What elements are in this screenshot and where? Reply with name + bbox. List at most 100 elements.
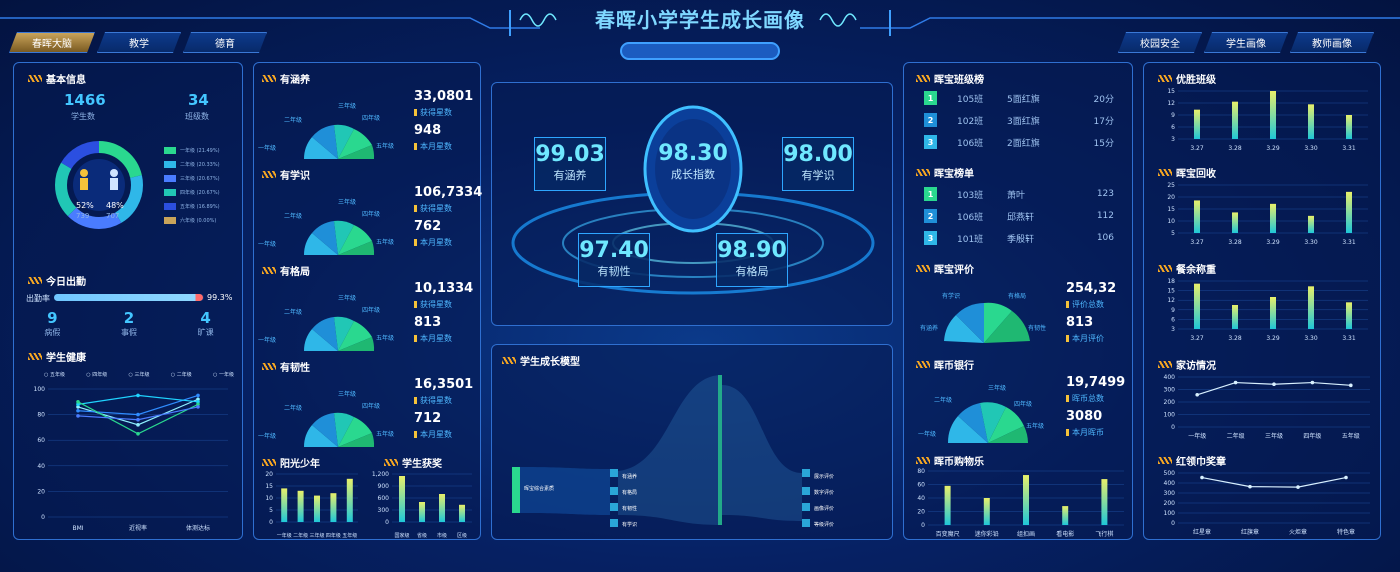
eval-month-label: 本月评价 bbox=[1066, 333, 1104, 344]
x-tick-label: 区级 bbox=[457, 532, 467, 539]
y-tick-label: 20 bbox=[917, 509, 925, 516]
bank-total: 19,7499 bbox=[1066, 375, 1126, 390]
y-tick-label: 0 bbox=[385, 519, 389, 526]
metric-grade-label: 二年级 bbox=[284, 309, 303, 316]
x-tick-label: 三年级 bbox=[309, 532, 324, 539]
legend-item: ○ 五年级 bbox=[44, 372, 65, 378]
metric-grade-label: 一年级 bbox=[258, 145, 277, 152]
metric-fan bbox=[303, 316, 375, 351]
x-tick-label: 红星章 bbox=[1193, 528, 1211, 536]
data-point bbox=[136, 432, 140, 436]
x-tick-label: 二年级 bbox=[1227, 432, 1245, 440]
model-mid: 有韧性 bbox=[622, 506, 638, 512]
y-tick-label: 9 bbox=[1171, 307, 1175, 314]
x-tick-label: 迷你彩铅 bbox=[975, 530, 999, 538]
bar bbox=[1270, 203, 1276, 233]
model-right: 等级评价 bbox=[814, 522, 835, 528]
data-point bbox=[1200, 475, 1204, 480]
top-bar: 春晖小学学生成长画像 春晖大脑 教学 德育 校园安全 学生画像 教师画像 bbox=[0, 0, 1400, 60]
data-point bbox=[1310, 380, 1315, 385]
metric-fan bbox=[303, 220, 375, 255]
y-tick-label: 10 bbox=[1167, 218, 1175, 225]
rank-score: 123 bbox=[1096, 189, 1114, 199]
growth-model-panel: 学生成长模型 晖宝综合素质 有涵养 有格局 有韧性 有学识 展示评价 数字评价 … bbox=[491, 344, 893, 540]
y-tick-label: 5 bbox=[269, 507, 273, 514]
x-tick-label: BMI bbox=[72, 525, 83, 532]
eval-label: 有学识 bbox=[942, 293, 961, 300]
legend-item: ○ 一年级 bbox=[213, 372, 234, 378]
metric-total-label: 获得星数 bbox=[414, 299, 452, 310]
tab-teacher-profile[interactable]: 教师画像 bbox=[1290, 32, 1374, 53]
bar bbox=[399, 476, 405, 522]
rank-score: 17分 bbox=[1093, 116, 1114, 127]
bank-month-label: 本月晖币 bbox=[1066, 427, 1104, 438]
bar bbox=[1346, 191, 1352, 233]
metric-title: 有学识 bbox=[262, 167, 310, 182]
rank-list-title: 晖宝榜单 bbox=[916, 165, 974, 180]
x-tick-label: 飞行棋 bbox=[1095, 530, 1113, 538]
bar bbox=[1270, 91, 1276, 139]
metric-fan bbox=[303, 124, 375, 159]
data-point bbox=[196, 393, 200, 398]
tab-brain[interactable]: 春晖大脑 bbox=[9, 32, 95, 53]
metric-total-label: 获得星数 bbox=[414, 203, 452, 214]
metric-total: 10,1334 bbox=[414, 281, 474, 296]
x-tick-label: 3.30 bbox=[1304, 239, 1318, 246]
bar bbox=[1194, 283, 1200, 329]
header-search-pill[interactable] bbox=[620, 42, 780, 60]
metric-grade-label: 三年级 bbox=[338, 391, 357, 398]
recycle-title: 晖宝回收 bbox=[1158, 165, 1216, 180]
y-tick-label: 20 bbox=[1167, 194, 1175, 201]
bar bbox=[1308, 286, 1314, 329]
tab-campus-safety[interactable]: 校园安全 bbox=[1118, 32, 1202, 53]
rank-class: 106班 bbox=[957, 212, 984, 223]
y-tick-label: 15 bbox=[1167, 206, 1175, 213]
evaluation-title: 晖宝评价 bbox=[916, 261, 974, 276]
rank-badge: 1 bbox=[924, 91, 937, 105]
visit-title: 家访情况 bbox=[1158, 357, 1216, 372]
x-tick-label: 3.28 bbox=[1228, 145, 1242, 152]
rank-badge: 2 bbox=[924, 113, 937, 127]
x-tick-label: 一年级 bbox=[277, 532, 292, 539]
y-tick-label: 3 bbox=[1171, 326, 1175, 333]
tab-teaching[interactable]: 教学 bbox=[97, 32, 181, 53]
y-tick-label: 80 bbox=[37, 412, 45, 419]
rank-badge: 1 bbox=[924, 187, 937, 201]
legend-item: ○ 二年级 bbox=[170, 372, 192, 378]
y-tick-label: 0 bbox=[269, 519, 273, 526]
metric-grade-label: 五年级 bbox=[376, 431, 395, 438]
bar bbox=[1101, 479, 1108, 525]
data-point bbox=[1233, 380, 1238, 385]
y-tick-label: 0 bbox=[1171, 424, 1175, 431]
bar bbox=[1232, 101, 1238, 139]
x-tick-label: 3.27 bbox=[1190, 145, 1204, 152]
eval-total: 254,32 bbox=[1066, 281, 1117, 296]
grade-donut bbox=[55, 141, 143, 229]
bar bbox=[314, 495, 320, 522]
eval-month: 813 bbox=[1066, 315, 1094, 330]
data-point bbox=[1195, 392, 1199, 397]
metric-grade-label: 四年级 bbox=[362, 211, 381, 218]
metric-grade-label: 二年级 bbox=[284, 213, 303, 220]
metric-month-label: 本月星数 bbox=[414, 429, 452, 440]
metric-month: 813 bbox=[414, 315, 442, 330]
tab-moral[interactable]: 德育 bbox=[183, 32, 267, 53]
data-point bbox=[196, 402, 200, 407]
evaluation-fan bbox=[944, 302, 1030, 343]
tab-student-profile[interactable]: 学生画像 bbox=[1204, 32, 1288, 53]
class-count-label: 班级数 bbox=[185, 112, 209, 121]
attendance-rate-label: 出勤率 bbox=[26, 294, 50, 303]
excellent-title: 优胜班级 bbox=[1158, 71, 1216, 86]
rank-detail: 3面红旗 bbox=[1007, 116, 1040, 127]
